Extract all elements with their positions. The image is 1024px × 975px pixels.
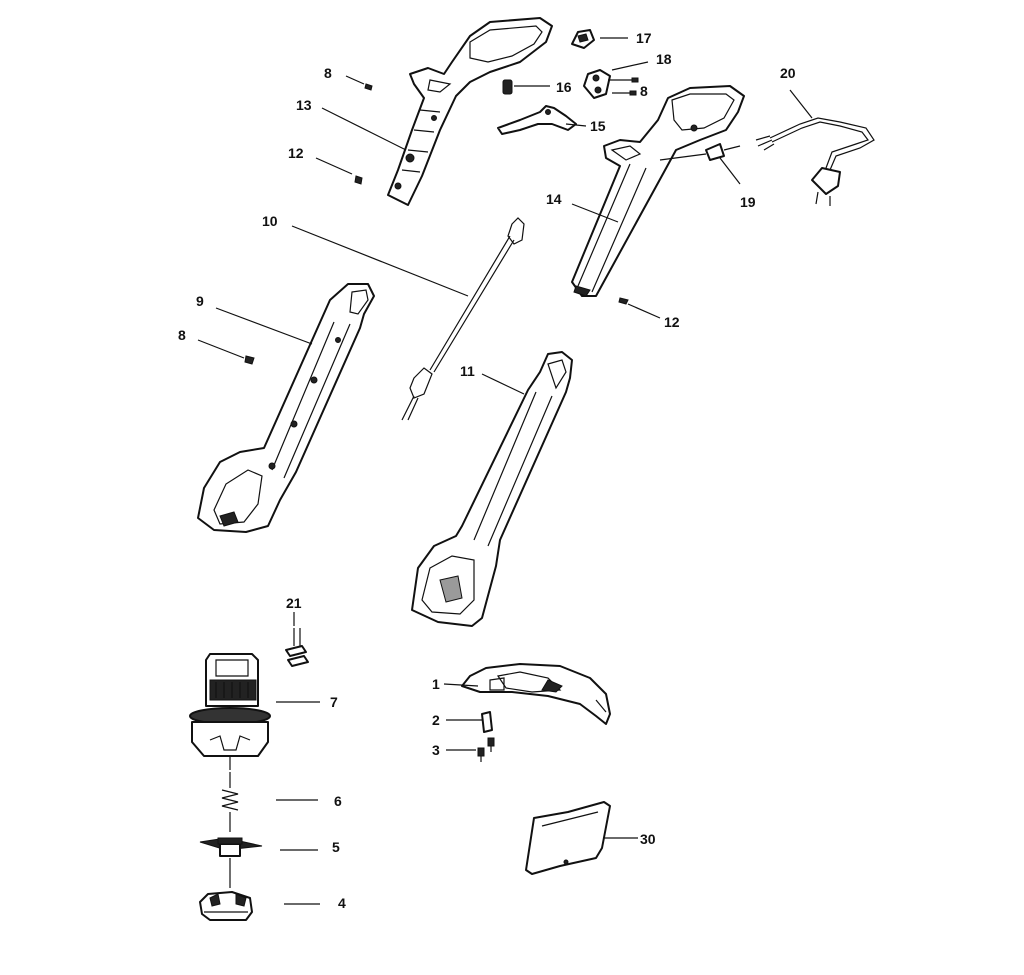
callout-30: 30: [640, 831, 656, 847]
part-12-screw-right: [618, 297, 629, 305]
callout-12-right: 12: [664, 314, 680, 330]
callout-4: 4: [338, 895, 346, 911]
part-15-trigger-lever: [497, 105, 577, 135]
leader-12-left: [315, 157, 353, 175]
callout-15: 15: [590, 118, 606, 134]
leader-13: [321, 107, 407, 151]
leader-19b: [659, 153, 707, 161]
leader-1: [443, 683, 479, 687]
leader-8-top: [345, 75, 365, 85]
callout-14: 14: [546, 191, 562, 207]
callout-8-left: 8: [178, 327, 186, 343]
part-4-spool-cap: [199, 891, 253, 921]
callout-8-right: 8: [640, 83, 648, 99]
callout-11: 11: [460, 363, 475, 379]
part-7-motor: [189, 653, 271, 770]
part-9-left-tube-half: [197, 283, 375, 533]
callout-6: 6: [334, 793, 342, 809]
leader-14: [571, 203, 619, 223]
part-18-switch-bracket: [583, 69, 639, 99]
leader-20: [789, 89, 813, 119]
part-20-power-cord: [755, 117, 875, 206]
part-12-screw-left: [354, 175, 363, 185]
callout-21: 21: [286, 595, 302, 611]
part-2-line-cutter: [481, 711, 493, 733]
callout-7: 7: [330, 694, 338, 710]
callout-12-left: 12: [288, 145, 304, 161]
leader-12-right: [627, 303, 661, 319]
part-10-internal-wire: [401, 217, 525, 421]
callout-3: 3: [432, 742, 440, 758]
part-30-instruction-manual: [525, 801, 611, 875]
callout-20: 20: [780, 65, 796, 81]
callout-8-top: 8: [324, 65, 332, 81]
callout-10: 10: [262, 213, 278, 229]
leader-lines: [197, 37, 813, 905]
part-11-right-tube-half: [411, 351, 573, 627]
callout-5: 5: [332, 839, 340, 855]
callout-16: 16: [556, 79, 572, 95]
part-19-strain-relief: [705, 143, 741, 161]
leader-19: [719, 157, 741, 185]
part-14-rear-handle: [571, 85, 745, 297]
leader-15: [565, 123, 587, 127]
part-6-spring: [221, 772, 239, 832]
leader-11: [481, 373, 525, 395]
part-13-upper-handle-half: [387, 17, 553, 206]
part-21-carbon-brushes: [285, 628, 309, 667]
callout-18: 18: [656, 51, 672, 67]
callout-13: 13: [296, 97, 312, 113]
part-8-screw-top: [364, 83, 373, 91]
part-17-switch-button: [571, 29, 595, 49]
part-16-spring: [502, 79, 513, 95]
leader-8-left: [197, 339, 245, 359]
callout-9: 9: [196, 293, 204, 309]
callout-2: 2: [432, 712, 440, 728]
part-3-screws: [477, 737, 495, 762]
part-1-guard: [461, 663, 611, 725]
leader-18: [611, 61, 649, 71]
callout-19: 19: [740, 194, 756, 210]
callout-17: 17: [636, 30, 652, 46]
part-8-screw-left: [244, 355, 255, 365]
callout-1: 1: [432, 676, 440, 692]
leader-10: [291, 225, 469, 297]
part-5-spool: [199, 837, 263, 888]
leader-9: [215, 307, 313, 345]
callout-numbers: 8 13 12 17 18 8 16 15 20 19 14 12 10 9 8…: [178, 30, 796, 911]
